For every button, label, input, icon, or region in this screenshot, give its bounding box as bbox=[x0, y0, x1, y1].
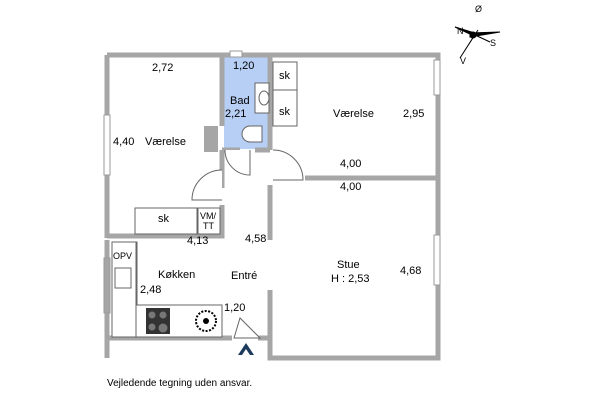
bad-width: 1,20 bbox=[233, 60, 255, 72]
opv-label: OPV bbox=[113, 251, 133, 261]
sink bbox=[114, 267, 132, 289]
compass-icon bbox=[454, 26, 501, 59]
toilet bbox=[241, 125, 263, 143]
entre-width: 1,20 bbox=[224, 302, 246, 314]
entre-name: Entré bbox=[231, 270, 258, 282]
washer-dryer bbox=[197, 207, 221, 235]
vaerelse1-depth: 4,40 bbox=[113, 136, 135, 148]
stue-depth: 4,68 bbox=[400, 265, 422, 277]
wardrobe bbox=[272, 61, 298, 91]
stue-width: 4,00 bbox=[340, 181, 362, 193]
entre-depth: 4,58 bbox=[245, 233, 267, 245]
chimney bbox=[204, 126, 218, 152]
vaerelse2-name: Værelse bbox=[333, 108, 374, 120]
disclaimer: Vejledende tegning uden ansvar. bbox=[107, 378, 253, 389]
bad-name: Bad bbox=[230, 95, 250, 107]
sink bbox=[258, 90, 270, 106]
entrance-arrow-icon bbox=[238, 343, 254, 355]
kitchen-counter bbox=[111, 241, 137, 338]
compass-s: S bbox=[490, 38, 497, 48]
koekken-name: Køkken bbox=[158, 269, 196, 281]
door-swing bbox=[191, 169, 223, 201]
compass-n: N bbox=[457, 26, 464, 36]
wardrobe-label: sk bbox=[279, 70, 290, 82]
vaerelse1-name: Værelse bbox=[145, 136, 186, 148]
compass-v: V bbox=[460, 56, 467, 66]
wardrobe-label: sk bbox=[279, 106, 290, 118]
stue-name: Stue bbox=[337, 259, 360, 271]
koekken-width: 4,13 bbox=[187, 235, 209, 247]
counter-edge bbox=[135, 241, 138, 306]
vaerelse2-width: 4,00 bbox=[340, 158, 362, 170]
wardrobe-label: sk bbox=[158, 213, 169, 225]
compass-o: Ø bbox=[475, 4, 483, 14]
window bbox=[433, 59, 441, 96]
ventilation-icon bbox=[195, 310, 217, 332]
vmtt-label: VM/ bbox=[200, 211, 217, 221]
door-swing bbox=[233, 317, 262, 339]
wardrobe bbox=[134, 207, 198, 235]
koekken-depth: 2,48 bbox=[140, 284, 162, 296]
vaerelse1-width: 2,72 bbox=[152, 62, 174, 74]
vmtt-label: TT bbox=[203, 221, 214, 231]
door-swing bbox=[272, 149, 304, 181]
window bbox=[103, 257, 111, 314]
stue-height: H : 2,53 bbox=[331, 273, 370, 285]
window bbox=[433, 234, 441, 286]
wardrobe bbox=[272, 89, 298, 127]
window bbox=[229, 50, 243, 58]
door-swing bbox=[224, 149, 251, 176]
vaerelse2-depth: 2,95 bbox=[403, 108, 425, 120]
bad-depth: 2,21 bbox=[225, 108, 247, 120]
window bbox=[103, 114, 111, 176]
